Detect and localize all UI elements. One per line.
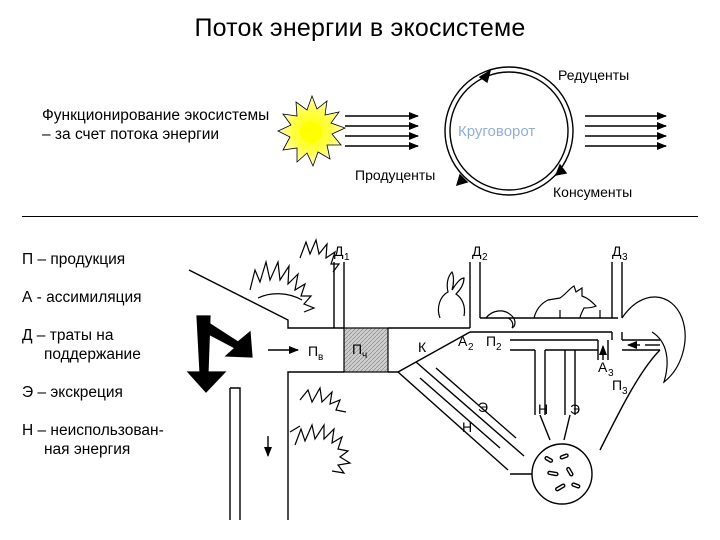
svg-text:2: 2 — [482, 252, 488, 263]
label-p3: П — [612, 377, 622, 393]
label-consumers: Консументы — [553, 184, 632, 200]
light-input-arrow — [186, 315, 253, 393]
label-n2: Н — [538, 401, 548, 417]
svg-text:в: в — [318, 352, 323, 363]
legend-item-production: П – продукция — [22, 251, 126, 268]
label-pv: П — [308, 343, 318, 359]
arrow-small-plant — [289, 425, 301, 433]
sun-icon — [277, 94, 347, 168]
svg-text:3: 3 — [622, 386, 628, 397]
label-producers: Продуценты — [355, 167, 435, 183]
channel-herbivore-to-predator — [510, 332, 660, 415]
label-d1: Д — [334, 243, 344, 259]
decomposers-icon — [531, 443, 593, 505]
net-production-box — [343, 327, 389, 373]
plant-leaves-bottom — [294, 386, 352, 474]
energy-arrows-out — [585, 112, 667, 150]
label-n1: Н — [462, 419, 472, 435]
intro-note: Функционирование экосистемы – за счет по… — [42, 107, 270, 143]
label-a2: А — [458, 333, 468, 349]
channel-producer-to-herbivore — [388, 262, 623, 373]
predator-arrows — [599, 341, 660, 360]
channels-to-decomposers — [397, 349, 661, 475]
producer-channel — [188, 269, 344, 520]
svg-text:3: 3 — [622, 252, 628, 263]
label-pch: П — [352, 341, 362, 357]
divider-line — [22, 216, 698, 217]
circulation-cycle — [444, 66, 574, 196]
rabbit-icon — [437, 270, 516, 329]
plant-leaves-top — [249, 238, 341, 313]
label-k: К — [418, 339, 427, 355]
legend-item-unused: Н – неиспользован- ная энергия — [22, 422, 164, 458]
label-a3: А — [598, 359, 608, 375]
label-d2: Д — [472, 243, 482, 259]
svg-text:1: 1 — [344, 252, 350, 263]
svg-text:3: 3 — [608, 368, 614, 379]
label-circulation: Круговорот — [458, 123, 535, 140]
energy-arrows-in — [345, 112, 419, 150]
legend-item-assimilation: А - ассимиляция — [22, 289, 142, 306]
svg-text:2: 2 — [496, 342, 502, 353]
svg-text:ч: ч — [362, 350, 367, 361]
legend-item-excretion: Э – экскреция — [22, 384, 123, 401]
label-d3: Д — [612, 243, 622, 259]
legend-item-maintenance: Д – траты на поддержание — [22, 327, 141, 363]
svg-text:2: 2 — [468, 342, 474, 353]
fox-icon — [533, 285, 601, 319]
label-reducers: Редуценты — [558, 67, 629, 83]
label-e2: Э — [570, 401, 580, 417]
predator-tail-icon — [621, 296, 686, 384]
legend: П – продукция А - ассимиляция Д – траты … — [22, 250, 222, 478]
label-p2: П — [486, 333, 496, 349]
label-e1: Э — [478, 399, 488, 415]
respiration-d1 — [333, 262, 345, 328]
slide-title: Поток энергии в экосистеме — [194, 14, 526, 42]
